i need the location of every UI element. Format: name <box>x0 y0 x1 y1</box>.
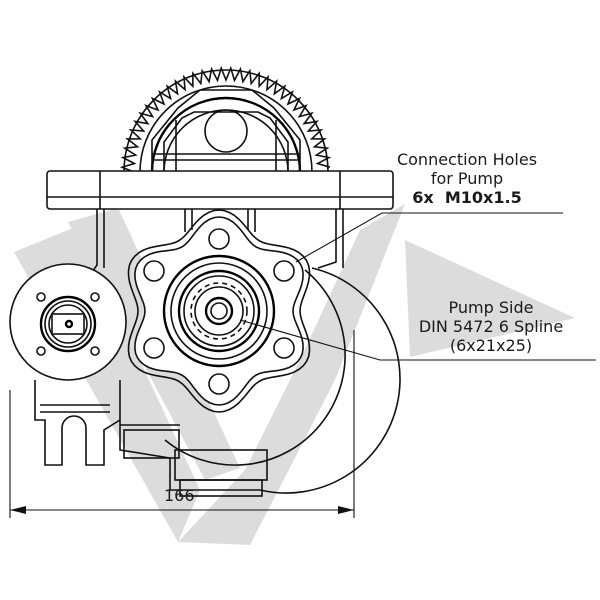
spline-shaft <box>162 254 276 368</box>
connection-holes-line2: for Pump <box>430 169 504 188</box>
mounting-flange <box>46 170 394 210</box>
bolt-hole-5 <box>143 337 165 359</box>
gear <box>119 65 332 173</box>
leader-lines <box>239 212 596 361</box>
pump-side-line2: DIN 5472 6 Spline <box>418 317 564 336</box>
connection-holes <box>143 228 295 395</box>
connection-holes-leader <box>295 212 563 263</box>
overall-width-dimension: 166 <box>164 486 195 505</box>
watermark <box>14 204 575 545</box>
pump-side-label: Pump Side DIN 5472 6 Spline (6x21x25) <box>396 298 586 355</box>
shaft-hole <box>204 109 248 153</box>
pump-flange <box>127 209 311 413</box>
connection-holes-line1: Connection Holes <box>396 150 538 169</box>
bolt-hole-3 <box>273 337 295 359</box>
bolt-hole-1 <box>208 228 230 250</box>
aux-port <box>9 263 127 466</box>
dimension-166 <box>9 330 355 518</box>
pump-side-line3: (6x21x25) <box>449 336 533 355</box>
connection-holes-spec: 6x M10x1.5 <box>412 188 522 207</box>
pump-side-leader <box>239 319 596 361</box>
pump-side-line1: Pump Side <box>448 298 534 317</box>
bolt-hole-6 <box>143 260 165 282</box>
connection-holes-label: Connection Holes for Pump 6x M10x1.5 <box>372 150 562 207</box>
bolt-hole-4 <box>208 373 230 395</box>
bolt-hole-2 <box>273 260 295 282</box>
